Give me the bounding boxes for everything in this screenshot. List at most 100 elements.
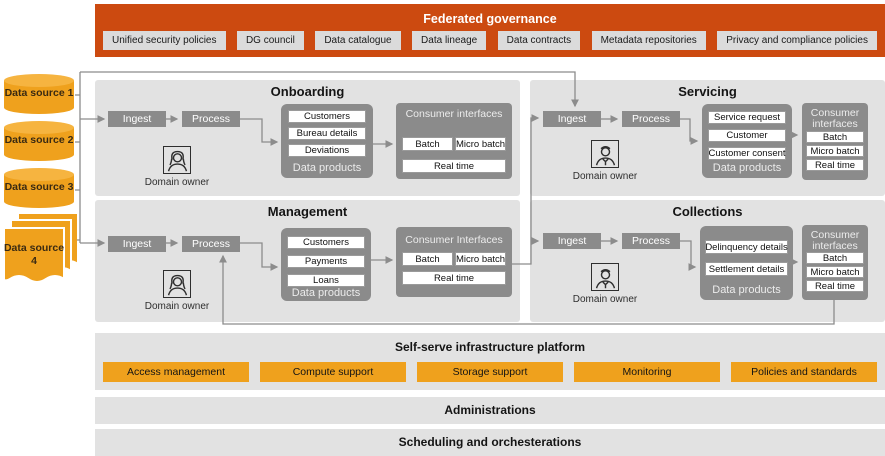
person-icon <box>167 274 187 295</box>
governance-title: Federated governance <box>423 12 557 26</box>
data-product-item: Deviations <box>288 144 366 157</box>
ingest-box: Ingest <box>108 111 166 127</box>
data-products-label: Data products <box>712 162 782 174</box>
cylinder-icon <box>4 168 74 208</box>
data-product-item: Customers <box>287 236 365 249</box>
data-products-box: Delinquency details Settlement details D… <box>700 226 793 300</box>
data-source-2: Data source 2 <box>3 120 75 162</box>
domain-owner-icon <box>591 263 619 291</box>
data-product-item: Service request <box>708 111 786 124</box>
scheduling-bar: Scheduling and orchesterations <box>95 429 885 456</box>
data-product-item: Payments <box>287 255 365 268</box>
administrations-label: Administrations <box>444 403 536 417</box>
section-collections: Collections Ingest Process Delinquency d… <box>530 200 885 322</box>
data-source-label: Data source 3 <box>4 181 74 193</box>
data-products-label: Data products <box>712 284 781 296</box>
domain-owner-label: Domain owner <box>144 301 210 312</box>
data-product-item: Loans <box>287 274 365 287</box>
domain-owner-label: Domain owner <box>572 171 638 182</box>
domain-owner-icon <box>163 146 191 174</box>
interface-item: Real time <box>402 271 506 285</box>
data-source-label: Data source 4 <box>3 242 65 267</box>
interface-item: Batch <box>806 131 864 143</box>
section-management: Management Ingest Process Customers Paym… <box>95 200 520 322</box>
consumer-interfaces-box: Consumer Interfaces Batch Micro batch Re… <box>396 227 512 297</box>
scheduling-label: Scheduling and orchesterations <box>398 435 582 449</box>
consumer-interfaces-title: Consumer interfaces <box>405 108 503 120</box>
interface-item: Real time <box>806 280 864 292</box>
domain-owner-icon <box>591 140 619 168</box>
section-onboarding: Onboarding Ingest Process Customers Bure… <box>95 80 520 196</box>
platform-item-policies-standards: Policies and standards <box>731 362 877 382</box>
platform-capability-row: Access management Compute support Storag… <box>103 362 877 382</box>
data-products-label: Data products <box>292 162 362 174</box>
interface-item: Micro batch <box>806 266 864 278</box>
person-icon <box>595 145 615 165</box>
data-products-box: Customers Bureau details Deviations Data… <box>281 104 373 178</box>
consumer-interfaces-box: Consumer interfaces Batch Micro batch Re… <box>396 103 512 179</box>
interface-item: Micro batch <box>455 252 506 266</box>
governance-chip-dg-council: DG council <box>236 31 304 50</box>
data-product-item: Settlement details <box>705 262 788 276</box>
ingest-box: Ingest <box>543 233 601 249</box>
data-source-label: Data source 2 <box>4 134 74 146</box>
data-source-4: Data source 4 <box>3 212 81 292</box>
process-box: Process <box>182 111 240 127</box>
data-source-1: Data source 1 <box>3 73 75 115</box>
federated-governance-banner: Federated governance Unified security po… <box>95 4 885 57</box>
platform-item-storage-support: Storage support <box>417 362 563 382</box>
data-product-item: Bureau details <box>288 127 366 140</box>
section-servicing: Servicing Ingest Process Service request… <box>530 80 885 196</box>
platform-item-access-management: Access management <box>103 362 249 382</box>
interface-item: Batch <box>806 252 864 264</box>
platform-title: Self-serve infrastructure platform <box>394 340 586 354</box>
domain-owner-label: Domain owner <box>572 294 638 305</box>
governance-chip-data-contracts: Data contracts <box>497 31 581 50</box>
administrations-bar: Administrations <box>95 397 885 424</box>
cylinder-icon <box>4 74 74 114</box>
governance-chip-privacy-compliance: Privacy and compliance policies <box>717 31 877 50</box>
data-product-item: Delinquency details <box>705 240 788 254</box>
person-icon <box>167 150 187 171</box>
self-serve-platform-bar: Self-serve infrastructure platform Acces… <box>95 333 885 390</box>
cylinder-icon <box>4 121 74 161</box>
domain-owner-icon <box>163 270 191 298</box>
section-title: Onboarding <box>270 84 345 99</box>
documents-icon <box>3 212 79 283</box>
ingest-box: Ingest <box>543 111 601 127</box>
consumer-interfaces-title: Consumer interfaces <box>810 229 860 252</box>
interface-item: Micro batch <box>455 137 506 151</box>
data-products-box: Customers Payments Loans Data products <box>281 228 371 301</box>
process-box: Process <box>622 111 680 127</box>
governance-chip-metadata-repositories: Metadata repositories <box>591 31 706 50</box>
consumer-interfaces-title: Consumer Interfaces <box>405 234 503 246</box>
governance-chip-data-catalogue: Data catalogue <box>315 31 401 50</box>
consumer-interfaces-title: Consumer interfaces <box>810 107 860 130</box>
interface-item: Micro batch <box>806 145 864 157</box>
governance-chip-unified-security-policies: Unified security policies <box>103 31 226 50</box>
interface-item: Batch <box>402 137 453 151</box>
process-box: Process <box>182 236 240 252</box>
data-product-item: Customer consent <box>708 147 786 160</box>
platform-item-monitoring: Monitoring <box>574 362 720 382</box>
consumer-interfaces-box: Consumer interfaces Batch Micro batch Re… <box>802 103 868 180</box>
section-title: Servicing <box>678 84 737 99</box>
interface-item: Real time <box>402 159 506 173</box>
process-box: Process <box>622 233 680 249</box>
data-products-box: Service request Customer Customer consen… <box>702 104 792 178</box>
interface-item: Batch <box>402 252 453 266</box>
section-title: Collections <box>672 204 743 219</box>
data-product-item: Customers <box>288 110 366 123</box>
governance-chip-data-lineage: Data lineage <box>412 31 487 50</box>
section-title: Management <box>267 204 348 219</box>
data-source-label: Data source 1 <box>4 87 74 99</box>
governance-chip-row: Unified security policies DG council Dat… <box>103 31 877 50</box>
data-product-item: Customer <box>708 129 786 142</box>
consumer-interfaces-box: Consumer interfaces Batch Micro batch Re… <box>802 225 868 300</box>
platform-item-compute-support: Compute support <box>260 362 406 382</box>
ingest-box: Ingest <box>108 236 166 252</box>
person-icon <box>595 268 615 288</box>
interface-item: Real time <box>806 159 864 171</box>
data-products-label: Data products <box>291 287 361 299</box>
